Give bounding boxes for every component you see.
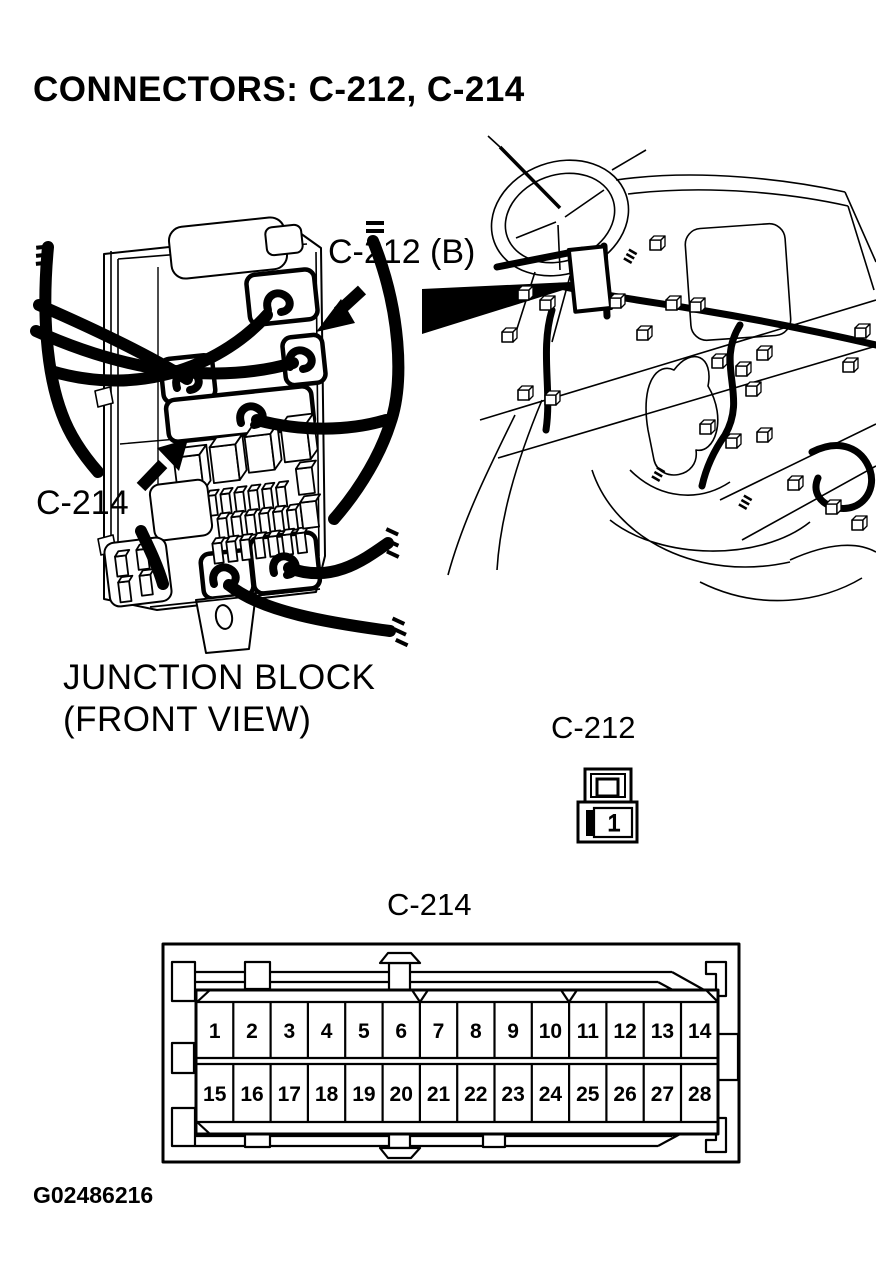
- pin-number: 27: [651, 1083, 674, 1106]
- c212-connector-face: 1: [576, 767, 639, 844]
- pin-number: 26: [613, 1083, 636, 1106]
- pin-number: 5: [358, 1020, 370, 1043]
- pin-number: 24: [539, 1083, 563, 1106]
- pin-number: 18: [315, 1083, 339, 1106]
- page-title: CONNECTORS: C-212, C-214: [33, 70, 525, 109]
- pin-number: 13: [651, 1020, 674, 1043]
- c212-cavity-1: 1: [607, 810, 620, 837]
- location-wedge-arrow: [422, 281, 592, 334]
- pin-number: 10: [539, 1020, 562, 1043]
- c214-pin-row-2: 15 16 17 18 19 20 21 22 23 24 25 26 27 2…: [203, 1083, 712, 1106]
- callout-c214-label: C-214: [36, 484, 129, 522]
- cable-loops: [172, 289, 316, 590]
- callout-c212b-label: C-212 (B): [328, 233, 476, 271]
- pin-number: 14: [688, 1020, 712, 1043]
- pin-number: 11: [577, 1020, 600, 1043]
- pin-number: 20: [390, 1083, 413, 1106]
- pin-number: 3: [283, 1020, 295, 1043]
- pin-number: 7: [433, 1020, 445, 1043]
- pin-number: 8: [470, 1020, 482, 1043]
- pin-number: 19: [352, 1083, 375, 1106]
- c212-section-label: C-212: [551, 710, 636, 745]
- dash-hatch-marks: [623, 248, 753, 510]
- junction-block-location: [566, 244, 614, 314]
- pin-number: 25: [576, 1083, 600, 1106]
- junction-block-caption-line2: (FRONT VIEW): [63, 700, 312, 739]
- pin-number: 6: [395, 1020, 407, 1043]
- pin-number: 23: [501, 1083, 524, 1106]
- pin-number: 12: [613, 1020, 636, 1043]
- pin-number: 28: [688, 1083, 712, 1106]
- c214-connector-face: 1 2 3 4 5 6 7 8 9 10 11 12 13 14 15 16 1…: [161, 942, 741, 1164]
- shifter-boot: [645, 355, 719, 476]
- cable-dashes: [35, 221, 409, 648]
- dashboard-illustration: [447, 135, 876, 602]
- figure-id: G02486216: [33, 1182, 154, 1208]
- c214-arrow: [136, 439, 188, 492]
- pin-number: 2: [246, 1020, 258, 1043]
- c214-pin-row-1: 1 2 3 4 5 6 7 8 9 10 11 12 13 14: [209, 1020, 712, 1043]
- pin-number: 17: [278, 1083, 301, 1106]
- c212-keyway: [586, 810, 595, 836]
- pin-number: 15: [203, 1083, 227, 1106]
- pin-number: 16: [240, 1083, 263, 1106]
- c212b-arrow: [316, 285, 367, 332]
- pin-number: 1: [209, 1020, 221, 1043]
- c214-section-label: C-214: [387, 887, 472, 922]
- junction-block-caption-line1: JUNCTION BLOCK: [63, 658, 376, 697]
- pin-number: 21: [427, 1083, 451, 1106]
- junction-block-illustration: [30, 216, 409, 654]
- pin-number: 9: [507, 1020, 519, 1043]
- pin-number: 4: [321, 1020, 333, 1043]
- pin-number: 22: [464, 1083, 487, 1106]
